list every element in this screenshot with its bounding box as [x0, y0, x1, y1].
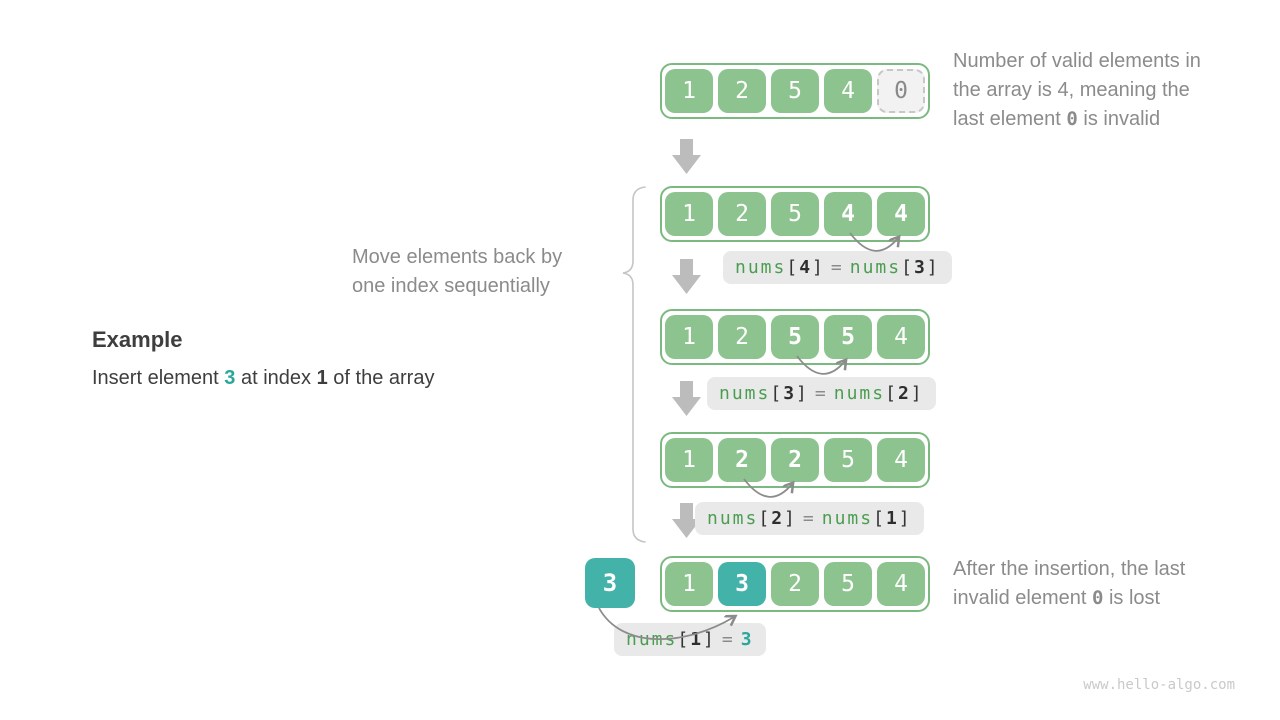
array-cell: 5 [824, 438, 872, 482]
code-fn: nums [735, 257, 787, 278]
code-bracket: [ [901, 257, 914, 278]
code-index: 1 [885, 508, 899, 529]
code-fn: nums [626, 629, 678, 650]
code-fn: nums [719, 383, 771, 404]
down-arrow-icon [672, 139, 701, 174]
array-cell: 2 [718, 192, 766, 236]
code-index: 2 [771, 508, 785, 529]
down-arrow-icon [672, 259, 701, 294]
array-cell-changed: 4 [824, 192, 872, 236]
array-row-5: 1 3 2 5 4 [660, 556, 930, 612]
code-fn: nums [821, 508, 874, 529]
move-note-line: Move elements back by [352, 246, 563, 268]
array-row-1: 1 2 5 4 0 [660, 63, 930, 119]
array-cell-inserted: 3 [718, 562, 766, 606]
array-cell: 1 [665, 438, 713, 482]
assignment-label-4: nums[1]=3 [614, 623, 766, 656]
array-cell: 1 [665, 192, 713, 236]
code-index: 3 [913, 257, 927, 278]
move-note-line: one index sequentially [352, 275, 550, 297]
code-bracket: [ [885, 383, 898, 404]
array-cell: 5 [824, 562, 872, 606]
move-note: Move elements back by one index sequenti… [352, 243, 562, 301]
array-cell: 5 [771, 69, 819, 113]
example-value: 3 [224, 367, 236, 389]
code-index: 2 [897, 383, 911, 404]
code-bracket: ] [898, 508, 912, 529]
array-row-3: 1 2 5 5 4 [660, 309, 930, 365]
code-bracket: ] [796, 383, 809, 404]
example-line: Insert element 3 at index 1 of the array [92, 367, 434, 390]
code-fn: nums [833, 383, 886, 404]
array-cell: 4 [877, 438, 925, 482]
example-text: Insert element [92, 367, 225, 389]
code-bracket: ] [812, 257, 825, 278]
code-bracket: [ [758, 508, 772, 529]
array-cell-changed: 4 [877, 192, 925, 236]
assignment-label-2: nums[3]=nums[2] [707, 377, 936, 410]
array-cell: 4 [877, 562, 925, 606]
array-cell-changed: 2 [718, 438, 766, 482]
code-bracket: [ [786, 257, 800, 278]
code-equals: = [721, 629, 735, 650]
code-zero: 0 [1066, 108, 1078, 130]
array-cell-invalid: 0 [877, 69, 925, 113]
array-cell: 2 [771, 562, 819, 606]
watermark: www.hello-algo.com [1083, 677, 1235, 693]
example-index: 1 [316, 367, 328, 389]
array-cell: 2 [718, 315, 766, 359]
code-index: 3 [783, 383, 797, 404]
code-index: 4 [799, 257, 813, 278]
note-bottom: After the insertion, the last invalid el… [953, 555, 1185, 613]
code-zero: 0 [1091, 587, 1104, 609]
note-line: last element 0 is invalid [953, 108, 1161, 130]
array-row-4: 1 2 2 5 4 [660, 432, 930, 488]
code-equals: = [802, 508, 816, 529]
code-bracket: [ [770, 383, 784, 404]
array-cell: 1 [665, 69, 713, 113]
code-index: 1 [690, 629, 704, 650]
array-cell: 4 [824, 69, 872, 113]
inserted-element-cell: 3 [585, 558, 635, 608]
code-equals: = [830, 257, 844, 278]
down-arrow-icon [672, 381, 701, 416]
code-fn: nums [849, 257, 902, 278]
code-bracket: [ [677, 629, 691, 650]
note-line: After the insertion, the last [953, 558, 1186, 580]
note-line: Number of valid elements in [953, 50, 1201, 72]
array-cell-changed: 5 [771, 315, 819, 359]
code-bracket: ] [926, 257, 940, 278]
array-cell-changed: 2 [771, 438, 819, 482]
example-text: of the array [327, 367, 435, 389]
array-cell: 5 [771, 192, 819, 236]
code-bracket: ] [703, 629, 716, 650]
code-fn: nums [707, 508, 759, 529]
brace-icon [622, 186, 646, 543]
note-line: invalid element 0 is lost [953, 587, 1161, 609]
example-heading: Example [92, 327, 183, 352]
code-bracket: ] [910, 383, 924, 404]
note-line: the array is 4, meaning the [953, 79, 1190, 101]
code-bracket: [ [873, 508, 886, 529]
assignment-label-3: nums[2]=nums[1] [695, 502, 924, 535]
assignment-label-1: nums[4]=nums[3] [723, 251, 952, 284]
array-row-2: 1 2 5 4 4 [660, 186, 930, 242]
array-cell: 4 [877, 315, 925, 359]
array-cell: 2 [718, 69, 766, 113]
note-top: Number of valid elements in the array is… [953, 47, 1201, 134]
code-equals: = [814, 383, 828, 404]
array-cell: 1 [665, 315, 713, 359]
array-cell-changed: 5 [824, 315, 872, 359]
code-bracket: ] [784, 508, 797, 529]
example-text: at index [235, 367, 317, 389]
code-value: 3 [740, 629, 754, 650]
array-cell: 1 [665, 562, 713, 606]
